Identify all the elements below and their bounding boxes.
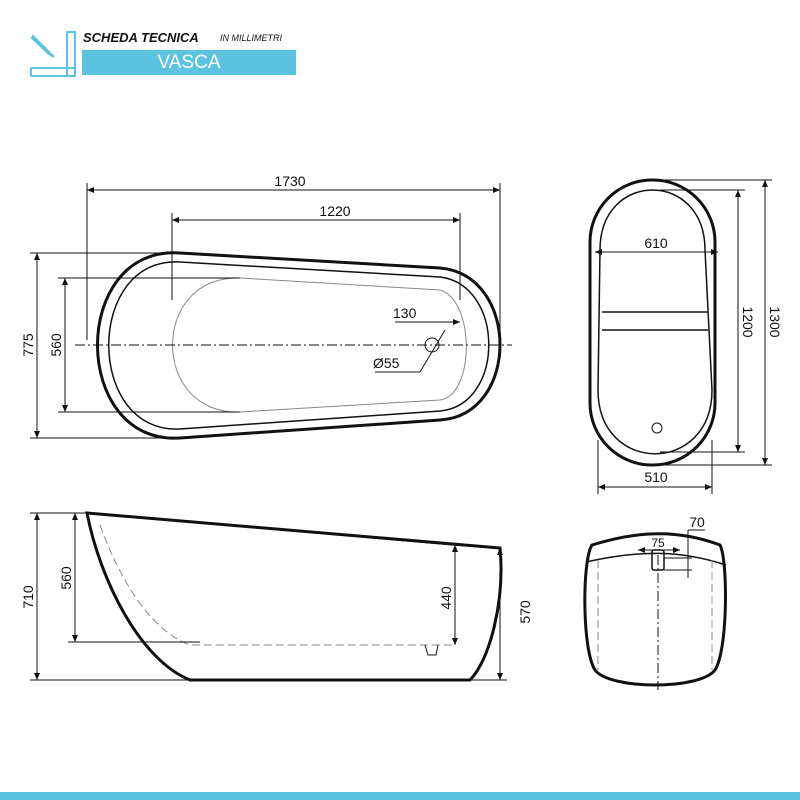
tub-rim-inner [108,261,490,430]
top-view [30,183,512,440]
dim-drain-offset: 130 [393,305,417,321]
front-view [583,529,727,690]
dim-basin-length: 1220 [319,203,350,219]
dim-overflow-height: 440 [438,586,454,610]
dim-overall-height: 710 [20,585,36,609]
dim-end-overall-length: 1300 [767,306,783,337]
drain-circle [651,422,663,434]
dim-low-side-height: 570 [517,600,533,624]
sheet-title: SCHEDA TECNICA [83,30,199,45]
dim-inner-length: 1200 [740,306,756,337]
dim-width-top: 610 [644,235,668,251]
product-name: VASCA [82,50,296,75]
side-view [30,511,507,682]
dim-basin-width: 560 [48,333,64,357]
dim-overflow-offset: 70 [689,514,705,530]
dim-overall-length: 1730 [274,173,305,189]
bottom-border [0,792,800,800]
dim-overflow-width: 75 [651,536,665,550]
dim-basin-depth: 560 [58,566,74,590]
dim-drain-diameter: Ø55 [373,355,400,371]
dim-overall-width: 775 [20,333,36,357]
pencil-ruler-icon [30,31,76,77]
end-top-view [588,178,772,494]
unit-label: IN MILLIMETRI [220,33,283,43]
dim-width-bottom: 510 [644,469,668,485]
tub-outer-outline [588,178,717,467]
tub-front-outline [583,532,727,687]
